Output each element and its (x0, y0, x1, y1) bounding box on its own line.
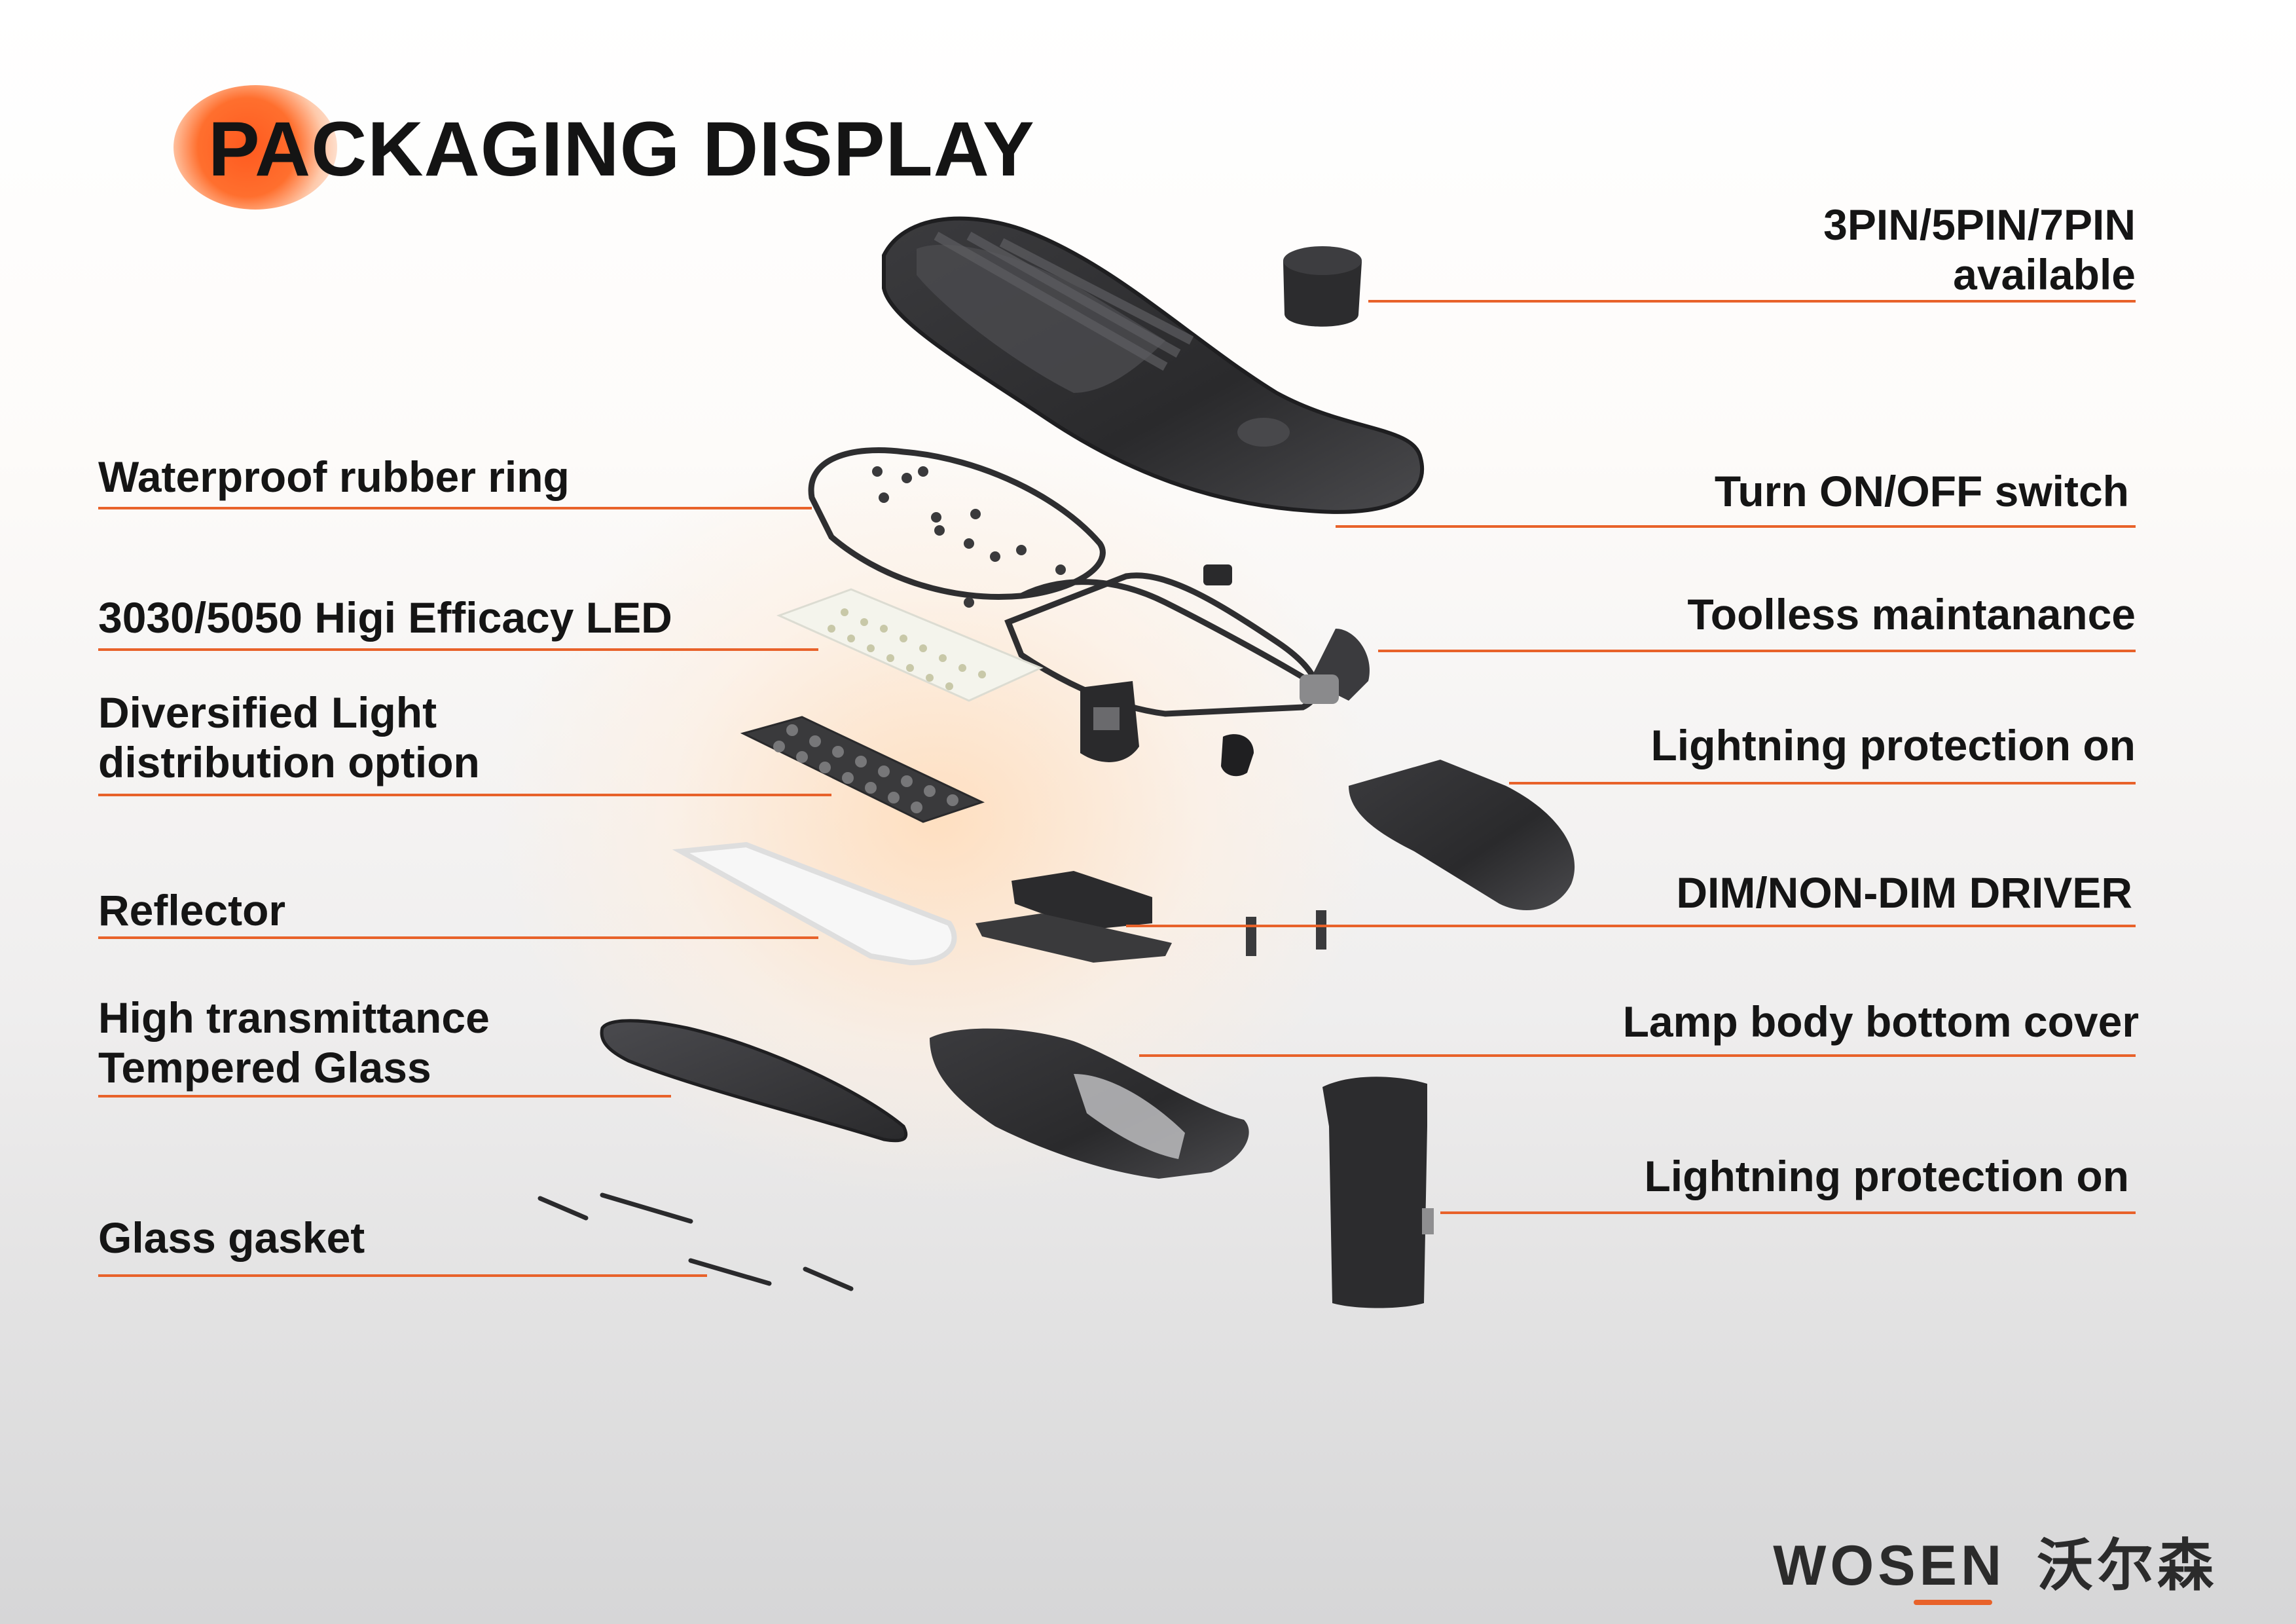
label-switch: Turn ON/OFF switch (1714, 467, 2129, 515)
surge-protector-housing (1349, 760, 1575, 910)
label-driver: DIM/NON-DIM DRIVER (1676, 868, 2132, 917)
label-glass-line1: High transmittance (98, 993, 490, 1042)
leader-pin (1368, 300, 2136, 303)
label-light-distribution-line1: Diversified Light (98, 688, 437, 737)
on-off-switch (1203, 564, 1232, 585)
rubber-ring (808, 447, 1311, 684)
brand-logo: WOSEN 沃尔森 (1773, 1519, 2217, 1605)
leader-driver (1126, 925, 2136, 927)
leader-bottom-cover (1139, 1054, 2136, 1057)
label-rubber-ring: Waterproof rubber ring (98, 452, 570, 501)
label-lightning-1: Lightning protection on (1650, 721, 2136, 769)
label-light-distribution: Diversified Light distribution option (98, 688, 480, 787)
leader-glass (98, 1095, 671, 1098)
lens-array (740, 716, 985, 823)
page-title: PACKAGING DISPLAY (208, 106, 1035, 193)
brand-name: WOSEN (1773, 1534, 2006, 1597)
leader-led (98, 648, 818, 651)
led-board (776, 588, 1044, 702)
gear-tray-frame (1004, 572, 1370, 717)
lightning-protection-module (1322, 1077, 1434, 1308)
leader-lightning-1 (1509, 782, 2136, 784)
label-bottom-cover: Lamp body bottom cover (1622, 997, 2139, 1046)
label-led: 3030/5050 Higi Efficacy LED (98, 593, 672, 642)
photocell-receptacle (1283, 246, 1362, 327)
label-pin: 3PIN/5PIN/7PIN available (1823, 200, 2136, 299)
reflector-part (672, 841, 957, 966)
label-reflector: Reflector (98, 886, 286, 934)
label-lightning-2: Lightning protection on (1644, 1152, 2129, 1200)
leader-switch (1336, 525, 2136, 528)
driver (975, 871, 1326, 963)
brand-cn-name: 沃尔森 (2037, 1534, 2217, 1597)
title-accent-blob (173, 85, 337, 210)
label-glass-line2: Tempered Glass (98, 1043, 431, 1092)
label-pin-line2: available (1953, 250, 2136, 299)
tempered-glass (600, 1019, 908, 1143)
label-gasket: Glass gasket (98, 1213, 365, 1262)
leader-gasket (98, 1274, 707, 1277)
leader-light-distribution (98, 794, 831, 796)
connector-blocks (1080, 681, 1254, 777)
glass-gaskets (538, 1192, 854, 1291)
brand-accent-line (1914, 1600, 1993, 1605)
label-light-distribution-line2: distribution option (98, 738, 480, 786)
label-glass: High transmittance Tempered Glass (98, 993, 490, 1092)
leader-rubber-ring (98, 507, 812, 509)
label-toolless: Toolless maintanance (1687, 590, 2136, 638)
screws (872, 466, 1066, 608)
lamp-bottom-cover (930, 1028, 1249, 1179)
leader-lightning-2 (1440, 1211, 2136, 1214)
lamp-housing-top (882, 216, 1424, 514)
label-pin-line1: 3PIN/5PIN/7PIN (1823, 200, 2136, 249)
leader-toolless (1378, 650, 2136, 652)
leader-reflector (98, 936, 818, 939)
